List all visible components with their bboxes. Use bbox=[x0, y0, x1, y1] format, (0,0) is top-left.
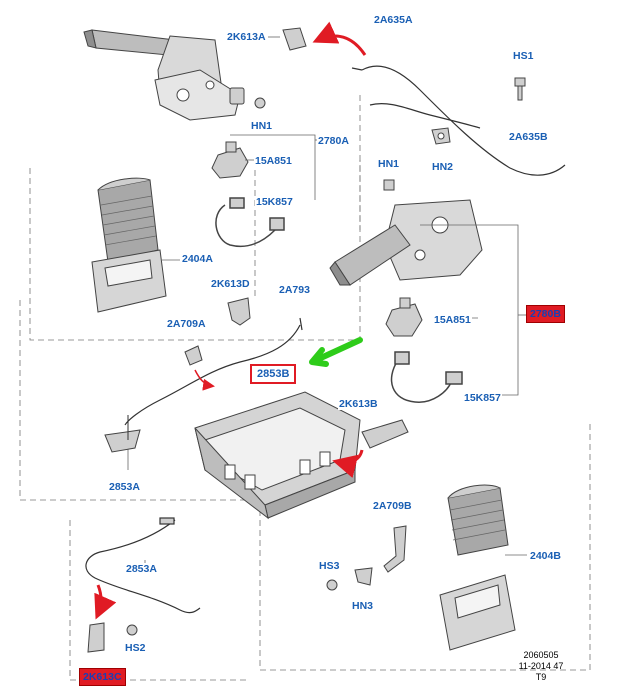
harness-15k857-mid bbox=[390, 351, 463, 403]
clip-2a709a bbox=[184, 345, 203, 366]
green-pointer-arrow bbox=[309, 337, 363, 367]
callout-15a851-top: 15A851 bbox=[254, 155, 293, 167]
callout-hs3: HS3 bbox=[318, 560, 341, 572]
callout-15a851-mid: 15A851 bbox=[433, 314, 472, 326]
callout-2a635b: 2A635B bbox=[508, 131, 549, 143]
callout-2853a-lower: 2853A bbox=[125, 563, 158, 575]
callout-hs2: HS2 bbox=[124, 642, 147, 654]
callout-red-right: 2780B bbox=[526, 305, 565, 323]
callout-2a709b: 2A709B bbox=[372, 500, 413, 512]
callout-hs1: HS1 bbox=[512, 50, 535, 62]
handbrake-lever-assembly bbox=[83, 29, 245, 121]
red-arrow-lower bbox=[94, 584, 117, 620]
front-cable-2853b bbox=[124, 317, 303, 426]
callout-2a635a: 2A635A bbox=[373, 14, 414, 26]
callout-hn3: HN3 bbox=[351, 600, 375, 612]
bracket-2k613a bbox=[282, 27, 307, 51]
figure-date: 11-2014 47 bbox=[518, 661, 564, 671]
switch-15a851-top bbox=[211, 141, 249, 179]
callout-2780a: 2780A bbox=[317, 135, 350, 147]
red-arrow-small bbox=[194, 369, 215, 391]
callout-2a709a: 2A709A bbox=[166, 318, 207, 330]
handbrake-lever-body bbox=[329, 199, 483, 286]
boot-2404a bbox=[91, 177, 167, 313]
red-arrow-middle bbox=[332, 449, 364, 478]
bracket-2a709b bbox=[383, 525, 407, 573]
switch-15a851-mid bbox=[385, 297, 423, 337]
callout-2404a: 2404A bbox=[181, 253, 214, 265]
callout-2853a-upper: 2853A bbox=[108, 481, 141, 493]
nut-hn2 bbox=[431, 127, 451, 145]
bracket-2k613d bbox=[227, 297, 251, 326]
callout-2k613d: 2K613D bbox=[210, 278, 251, 290]
callout-15k857-mid: 15K857 bbox=[463, 392, 502, 404]
nut-hn3 bbox=[354, 567, 373, 586]
harness-15k857-top bbox=[215, 197, 285, 247]
boot-2404b bbox=[439, 484, 516, 651]
bracket-2k613c bbox=[87, 622, 105, 653]
callout-hn2: HN2 bbox=[431, 161, 455, 173]
callout-2404b: 2404B bbox=[529, 550, 562, 562]
callout-2k613a: 2K613A bbox=[226, 31, 267, 43]
bolt-hs2 bbox=[126, 624, 138, 636]
callout-hn1-mid: HN1 bbox=[377, 158, 401, 170]
bolt-hs3 bbox=[326, 579, 338, 591]
bracket-2k613b bbox=[361, 419, 409, 449]
callout-red-bottom: 2K613C bbox=[79, 668, 126, 686]
callout-15k857-top: 15K857 bbox=[255, 196, 294, 208]
rear-cable-2a635 bbox=[351, 65, 566, 176]
floor-frame-bracket bbox=[194, 391, 361, 520]
red-arrow-upper bbox=[312, 21, 367, 56]
callout-2k613b: 2K613B bbox=[338, 398, 379, 410]
figure-reference: 2060505 11-2014 47 T9 bbox=[512, 650, 570, 683]
nut-hn1-top bbox=[254, 97, 266, 109]
bolt-hs1 bbox=[514, 77, 526, 101]
equalizer-2853a-upper bbox=[104, 415, 141, 453]
figure-code: T9 bbox=[535, 672, 547, 682]
callout-2853b: 2853B bbox=[250, 364, 297, 384]
callout-hn1-top: HN1 bbox=[250, 120, 274, 132]
callout-2a793: 2A793 bbox=[278, 284, 311, 296]
figure-number: 2060505 bbox=[523, 650, 559, 660]
nut-hn1-mid bbox=[383, 179, 395, 191]
front-cable-2853a-lower bbox=[85, 517, 201, 614]
